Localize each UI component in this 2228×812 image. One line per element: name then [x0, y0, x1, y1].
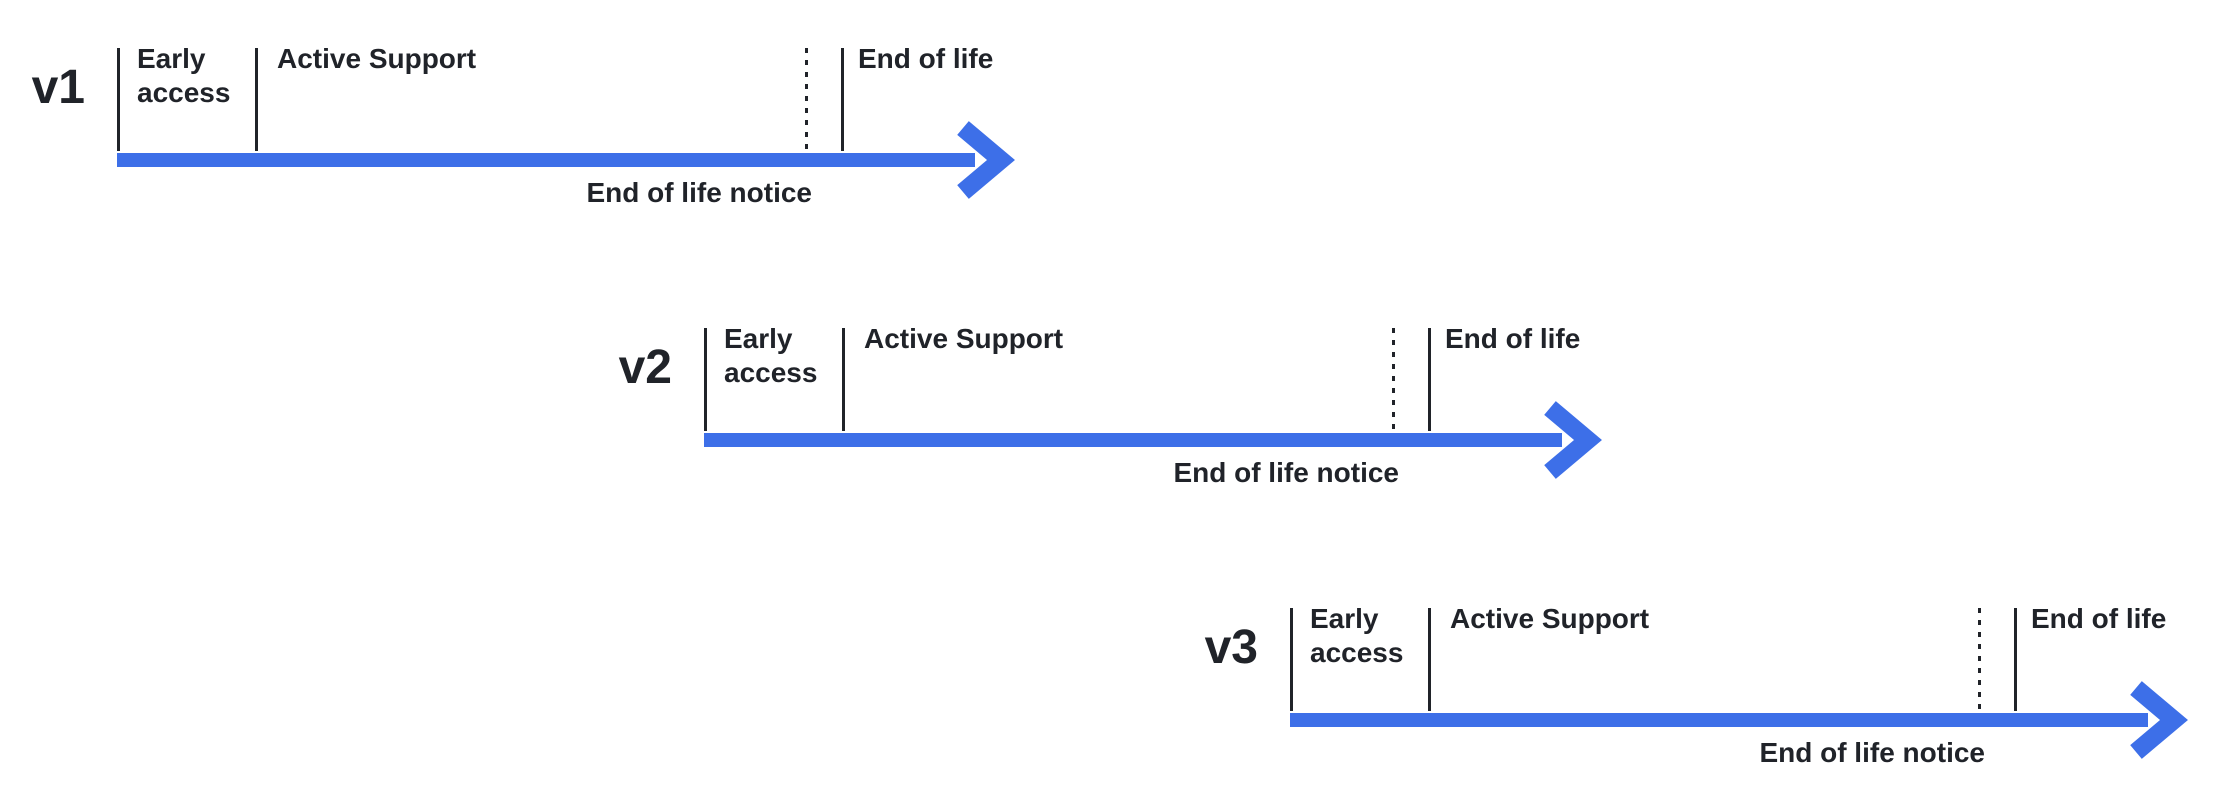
phase-label-end-of-life: End of life	[1445, 323, 1581, 354]
phase-label-active-support: Active Support	[1450, 603, 1650, 634]
end-of-life-notice-label: End of life notice	[586, 177, 812, 208]
timeline-arrowhead-icon	[2130, 681, 2188, 759]
version-label-v1: v1	[31, 61, 85, 114]
timeline-v1: v1 Early access Active Support End of li…	[0, 43, 1047, 223]
phase-label-early-access: Early access	[137, 43, 231, 108]
timeline-graphic-v2	[704, 328, 1602, 479]
end-of-life-notice-label: End of life notice	[1173, 457, 1399, 488]
end-of-life-notice-label: End of life notice	[1759, 737, 1985, 768]
timeline-graphic-v3	[1290, 608, 2188, 759]
timeline-arrowhead-icon	[1544, 401, 1602, 479]
phase-label-early-access: Early access	[1310, 603, 1404, 668]
phase-label-end-of-life: End of life	[2031, 603, 2167, 634]
timeline-v3: v3 Early access Active Support End of li…	[1090, 603, 2220, 783]
timeline-v2: v2 Early access Active Support End of li…	[504, 323, 1634, 503]
version-label-v2: v2	[618, 341, 672, 394]
timeline-arrowhead-icon	[957, 121, 1015, 199]
timeline-graphic-v1	[117, 48, 1015, 199]
phase-label-active-support: Active Support	[277, 43, 477, 74]
version-label-v3: v3	[1204, 621, 1258, 674]
phase-label-active-support: Active Support	[864, 323, 1064, 354]
phase-label-early-access: Early access	[724, 323, 818, 388]
phase-label-end-of-life: End of life	[858, 43, 994, 74]
